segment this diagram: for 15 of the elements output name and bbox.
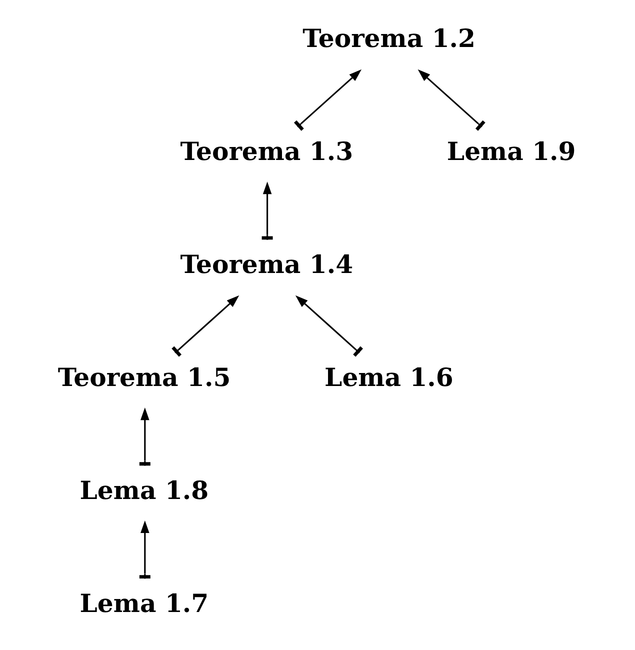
arrow xyxy=(139,408,150,466)
arrow xyxy=(295,295,363,357)
arrow xyxy=(294,69,362,131)
node-text: Teorema 1.4 xyxy=(180,248,354,279)
node-text: Lema 1.8 xyxy=(80,474,209,505)
node-text: Lema 1.6 xyxy=(324,362,454,392)
node-text: Lema 1.7 xyxy=(80,588,209,618)
arrow xyxy=(418,69,486,131)
node-text: Lema 1.9 xyxy=(446,136,576,166)
arrow xyxy=(139,520,150,579)
node-text: Teorema 1.2 xyxy=(302,22,476,53)
node-text: Teorema 1.3 xyxy=(180,136,354,166)
node-text: Teorema 1.5 xyxy=(58,362,231,392)
arrow xyxy=(172,295,240,357)
arrow xyxy=(262,182,273,240)
